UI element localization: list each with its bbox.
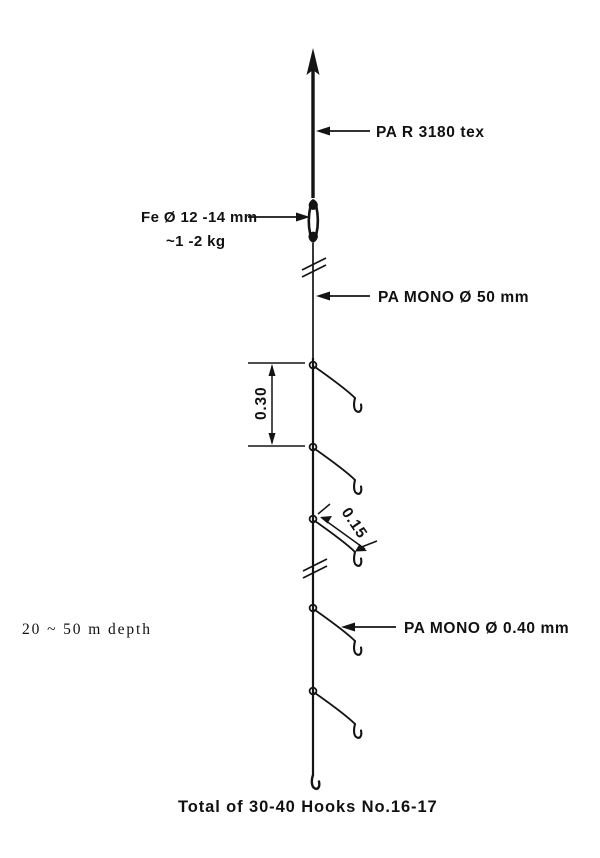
snood-attachment-point xyxy=(308,514,318,524)
extension-tick-start xyxy=(317,503,331,515)
diagram-caption: Total of 30-40 Hooks No.16-17 xyxy=(178,798,438,816)
hook-icon xyxy=(353,550,363,567)
sinker-bottom-ring xyxy=(308,231,318,243)
mainline-label: PA R 3180 tex xyxy=(376,124,485,141)
dimension-arrowhead-end xyxy=(355,544,367,552)
snood-4 xyxy=(308,603,363,656)
snood-5 xyxy=(308,686,363,739)
snood-attachment-point xyxy=(308,360,318,370)
leader-arrowhead xyxy=(316,126,330,136)
snood-line xyxy=(314,692,356,725)
snood-attachment-point xyxy=(308,442,318,452)
sinker-body-left xyxy=(307,204,312,236)
mainline-group xyxy=(306,48,320,198)
snood-attachment-point xyxy=(308,686,318,696)
hook-icon xyxy=(353,478,363,495)
mainline-up-arrowhead xyxy=(306,48,320,75)
depth-note: 20 ~ 50 m depth xyxy=(22,621,152,638)
snood-2 xyxy=(308,442,363,495)
sinker-assembly xyxy=(307,199,320,243)
leader-mainline-label: PA R 3180 tex xyxy=(316,124,485,141)
snood-line xyxy=(314,520,356,553)
break-symbol-upper xyxy=(301,257,327,278)
dimension-arrowhead-start xyxy=(320,516,332,524)
sinker-label-line1: Fe Ø 12 -14 mm xyxy=(141,209,257,226)
leader-arrowhead xyxy=(341,622,355,632)
leader-mono-snood-label: PA MONO Ø 0.40 mm xyxy=(341,620,569,637)
snood-attachment-point xyxy=(308,603,318,613)
sinker-label-line2: ~1 -2 kg xyxy=(166,233,225,250)
snood-1 xyxy=(308,360,363,413)
terminal-hook xyxy=(310,773,321,791)
leader-sinker-label: Fe Ø 12 -14 mm ~1 -2 kg xyxy=(141,209,310,250)
leader-arrowhead xyxy=(316,291,330,301)
hook-icon xyxy=(353,639,363,656)
sinker-body-right xyxy=(314,204,320,236)
hook-icon xyxy=(353,722,363,739)
snood-length-value: 0.15 xyxy=(338,505,371,542)
upper-mono-line-group xyxy=(301,243,327,358)
lower-mainline-group xyxy=(302,358,328,775)
hook-icon xyxy=(353,396,363,413)
snood-spacing-value: 0.30 xyxy=(253,387,270,420)
snood-line xyxy=(314,366,356,399)
snood-3 xyxy=(308,514,363,567)
dimension-arrowhead-bottom xyxy=(268,433,276,445)
dimension-line xyxy=(321,517,366,550)
mono-upper-label: PA MONO Ø 50 mm xyxy=(378,289,529,306)
leader-mono-upper-label: PA MONO Ø 50 mm xyxy=(316,289,529,306)
snood-line xyxy=(314,609,356,642)
leader-arrowhead xyxy=(296,212,310,222)
mono-snood-label: PA MONO Ø 0.40 mm xyxy=(404,620,569,637)
snood-line xyxy=(314,448,356,481)
break-symbol-lower xyxy=(302,558,328,579)
dimension-arrowhead-top xyxy=(268,364,276,376)
dimension-snood-spacing: 0.30 xyxy=(248,362,305,447)
hook-icon xyxy=(310,773,321,791)
